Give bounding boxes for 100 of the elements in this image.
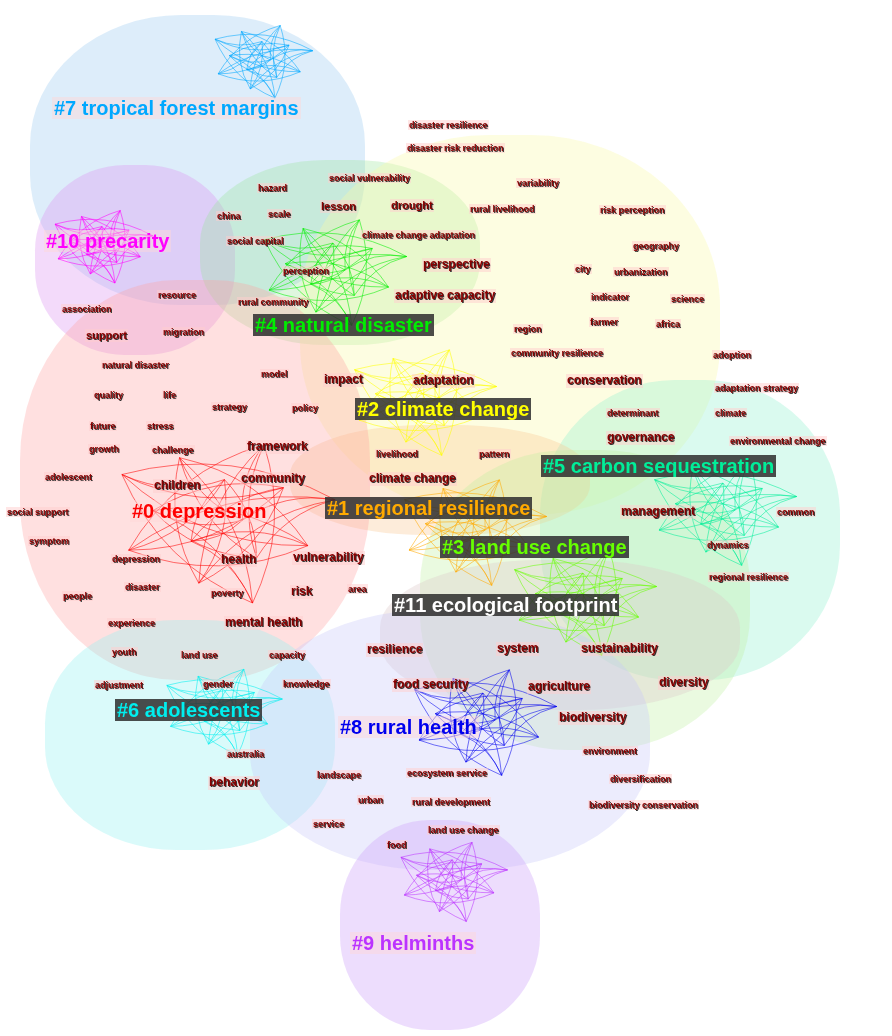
keyword-label: impact [323, 373, 364, 387]
keyword-label: africa [655, 319, 682, 330]
keyword-label: climate change adaptation [361, 230, 477, 241]
keyword-label: variability [516, 178, 561, 189]
keyword-label: climate [714, 408, 748, 419]
keyword-label: pattern [478, 449, 511, 460]
cluster-label: #10 precarity [44, 230, 172, 252]
keyword-label: diversification [609, 774, 673, 785]
keyword-label: regional resilience [708, 572, 790, 583]
keyword-label: future [89, 421, 117, 432]
keyword-label: sustainability [580, 642, 659, 656]
keyword-label: support [85, 329, 128, 342]
keyword-label: environment [582, 746, 638, 757]
keyword-label: livelihood [375, 449, 419, 460]
keyword-label: behavior [208, 776, 260, 790]
keyword-label: dynamics [706, 540, 750, 551]
keyword-label: urban [357, 795, 384, 806]
keyword-label: hazard [257, 183, 288, 194]
keyword-label: biodiversity conservation [588, 800, 700, 811]
keyword-label: conservation [566, 374, 643, 388]
keyword-label: drought [390, 199, 434, 212]
keyword-label: gender [202, 679, 234, 690]
keyword-label: model [260, 369, 289, 380]
cluster-label: #8 rural health [338, 716, 479, 738]
keyword-label: mental health [224, 616, 304, 630]
keyword-label: climate change [368, 472, 457, 486]
keyword-label: perception [282, 266, 330, 277]
keyword-label: adaptation strategy [714, 383, 800, 394]
keyword-label: city [574, 264, 592, 275]
keyword-label: adjustment [94, 680, 144, 691]
keyword-label: ecosystem service [406, 768, 489, 779]
cluster-label: #4 natural disaster [253, 314, 434, 336]
keyword-label: framework [246, 440, 309, 454]
keyword-label: common [776, 507, 816, 518]
keyword-label: adaptation [412, 374, 475, 388]
keyword-label: area [347, 584, 368, 595]
cluster-label: #11 ecological footprint [392, 594, 620, 616]
cluster-label: #1 regional resilience [325, 497, 533, 519]
cluster-label: #5 carbon sequestration [541, 455, 777, 477]
keyword-label: australia [226, 749, 266, 760]
cluster-label: #0 depression [130, 500, 269, 522]
keyword-label: social support [6, 507, 70, 518]
keyword-label: poverty [210, 588, 245, 599]
keyword-label: landscape [316, 770, 363, 781]
cluster-label: #3 land use change [440, 536, 629, 558]
keyword-label: region [513, 324, 543, 335]
keyword-label: disaster resilience [408, 120, 489, 131]
keyword-label: environmental change [729, 436, 827, 447]
keyword-label: rural livelihood [469, 204, 536, 215]
keyword-label: knowledge [282, 679, 331, 690]
keyword-label: urbanization [613, 267, 669, 278]
keyword-label: adoption [712, 350, 752, 361]
keyword-label: life [162, 390, 177, 401]
keyword-label: food security [392, 678, 470, 692]
keyword-label: management [620, 505, 697, 519]
keyword-label: children [153, 479, 202, 493]
keyword-label: people [62, 591, 93, 602]
keyword-label: disaster [124, 582, 161, 593]
keyword-label: governance [606, 431, 676, 445]
keyword-label: land use change [427, 825, 500, 836]
keyword-label: system [496, 642, 540, 656]
keyword-label: land use [180, 650, 219, 661]
keyword-label: rural development [411, 797, 492, 808]
keyword-label: food [386, 840, 408, 851]
keyword-label: association [61, 304, 113, 315]
keyword-label: rural community [237, 297, 310, 308]
keyword-label: natural disaster [101, 360, 171, 371]
keyword-label: challenge [151, 445, 195, 456]
keyword-label: depression [111, 554, 161, 565]
keyword-label: youth [111, 647, 138, 658]
cluster-label: #7 tropical forest margins [52, 97, 301, 119]
cluster-label: #6 adolescents [115, 699, 263, 721]
keyword-label: social vulnerability [328, 173, 412, 184]
keyword-label: agriculture [527, 680, 591, 694]
keyword-label: perspective [422, 258, 491, 272]
keyword-label: stress [146, 421, 175, 432]
cluster-label: #2 climate change [355, 398, 532, 420]
keyword-label: growth [88, 444, 120, 455]
keyword-label: china [216, 211, 242, 222]
keyword-label: risk perception [599, 205, 666, 216]
keyword-label: service [312, 819, 346, 830]
keyword-label: adolescent [44, 472, 94, 483]
keyword-label: scale [267, 209, 292, 220]
keyword-label: migration [162, 327, 205, 338]
keyword-label: capacity [268, 650, 307, 661]
keyword-label: health [220, 553, 258, 567]
keyword-label: social capital [226, 236, 285, 247]
keyword-label: resilience [366, 643, 424, 657]
keyword-label: geography [632, 241, 680, 252]
keyword-label: disaster risk reduction [406, 143, 505, 154]
keyword-label: diversity [658, 676, 710, 690]
keyword-label: strategy [211, 402, 248, 413]
keyword-label: adaptive capacity [394, 289, 497, 303]
keyword-label: vulnerability [292, 551, 365, 565]
keyword-label: biodiversity [558, 711, 628, 725]
keyword-label: indicator [590, 292, 630, 303]
keyword-label: community [240, 472, 306, 486]
keyword-label: science [670, 294, 706, 305]
keyword-label: policy [291, 403, 319, 414]
keyword-label: community resilience [510, 348, 605, 359]
